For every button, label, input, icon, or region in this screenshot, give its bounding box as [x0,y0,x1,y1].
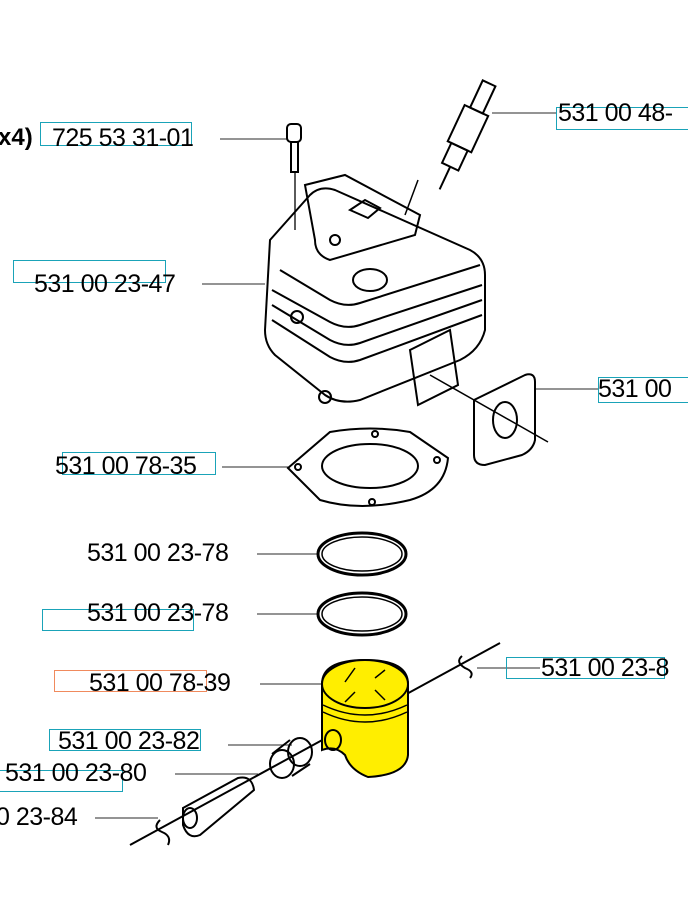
part-label-cylinder-gasket[interactable]: 531 00 78-35 [55,452,197,480]
spark-plug-highlight[interactable] [556,107,688,130]
cylinder-icon[interactable] [263,173,486,407]
screw-icon[interactable] [286,123,302,230]
leader-lines [95,112,598,819]
piston-pin-highlight[interactable] [0,770,123,792]
part-label-piston-ring-1[interactable]: 531 00 23-78 [87,539,229,567]
part-label-needle-bearing[interactable]: 531 00 23-82 [58,727,200,755]
part-label-piston-pin[interactable]: 531 00 23-80 [5,759,147,787]
part-label-piston-ring-2[interactable]: 531 00 23-78 [87,599,229,627]
piston-ring-icon[interactable] [316,591,408,637]
quantity-note: x4) [0,124,33,151]
cylinder-highlight[interactable] [13,260,166,283]
piston-icon[interactable] [321,658,409,779]
spark-plug-icon[interactable] [428,78,501,195]
piston-ring-icon[interactable] [316,531,408,577]
cylinder-gasket-highlight[interactable] [62,452,216,475]
part-label-circlip-right[interactable]: 531 00 23-8 [541,654,669,682]
part-label-exhaust-gasket[interactable]: 531 00 [598,375,672,403]
needle-bearing-highlight[interactable] [49,729,201,751]
circlip-highlight[interactable] [506,657,665,679]
part-label-spark-plug[interactable]: 531 00 48- [558,99,673,127]
piston-pin-icon[interactable] [182,776,256,838]
part-label-circlip-left[interactable]: 0 23-84 [0,803,78,831]
part-label-piston[interactable]: 531 00 78-39 [89,669,231,697]
cylinder-gasket-icon[interactable] [286,427,450,507]
part-label-cylinder[interactable]: 531 00 23-47 [34,270,176,298]
screw-highlight[interactable] [40,122,192,146]
exhaust-gasket-icon[interactable] [429,373,549,467]
piston-ring-highlight[interactable] [42,609,194,631]
circlip-icon[interactable] [155,819,171,846]
needle-bearing-icon[interactable] [269,737,313,779]
part-label-screw[interactable]: 725 53 31-01 [52,124,194,152]
circlip-icon[interactable] [458,655,473,679]
exhaust-gasket-highlight[interactable] [598,377,688,403]
piston-highlight[interactable] [54,670,207,692]
